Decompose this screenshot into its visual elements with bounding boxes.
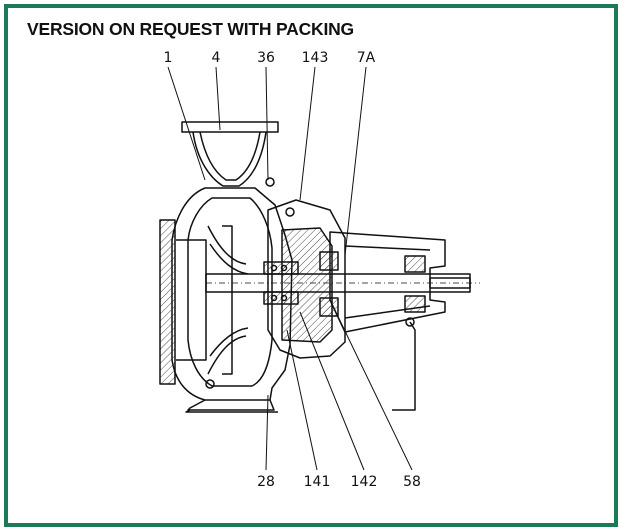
figure-title: VERSION ON REQUEST WITH PACKING <box>27 19 354 39</box>
bottom-part-labels: 28 141 142 58 <box>257 474 421 490</box>
part-label-142: 142 <box>351 474 378 490</box>
part-label-28: 28 <box>257 474 275 490</box>
top-part-labels: 1 4 36 143 7A <box>164 50 376 66</box>
part-label-7a: 7A <box>357 50 376 66</box>
part-label-4: 4 <box>212 50 221 66</box>
part-label-143: 143 <box>302 50 329 66</box>
part-label-1: 1 <box>164 50 173 66</box>
part-label-141: 141 <box>304 474 331 490</box>
pump-body <box>159 121 480 413</box>
part-label-58: 58 <box>403 474 421 490</box>
part-label-36: 36 <box>257 50 275 66</box>
